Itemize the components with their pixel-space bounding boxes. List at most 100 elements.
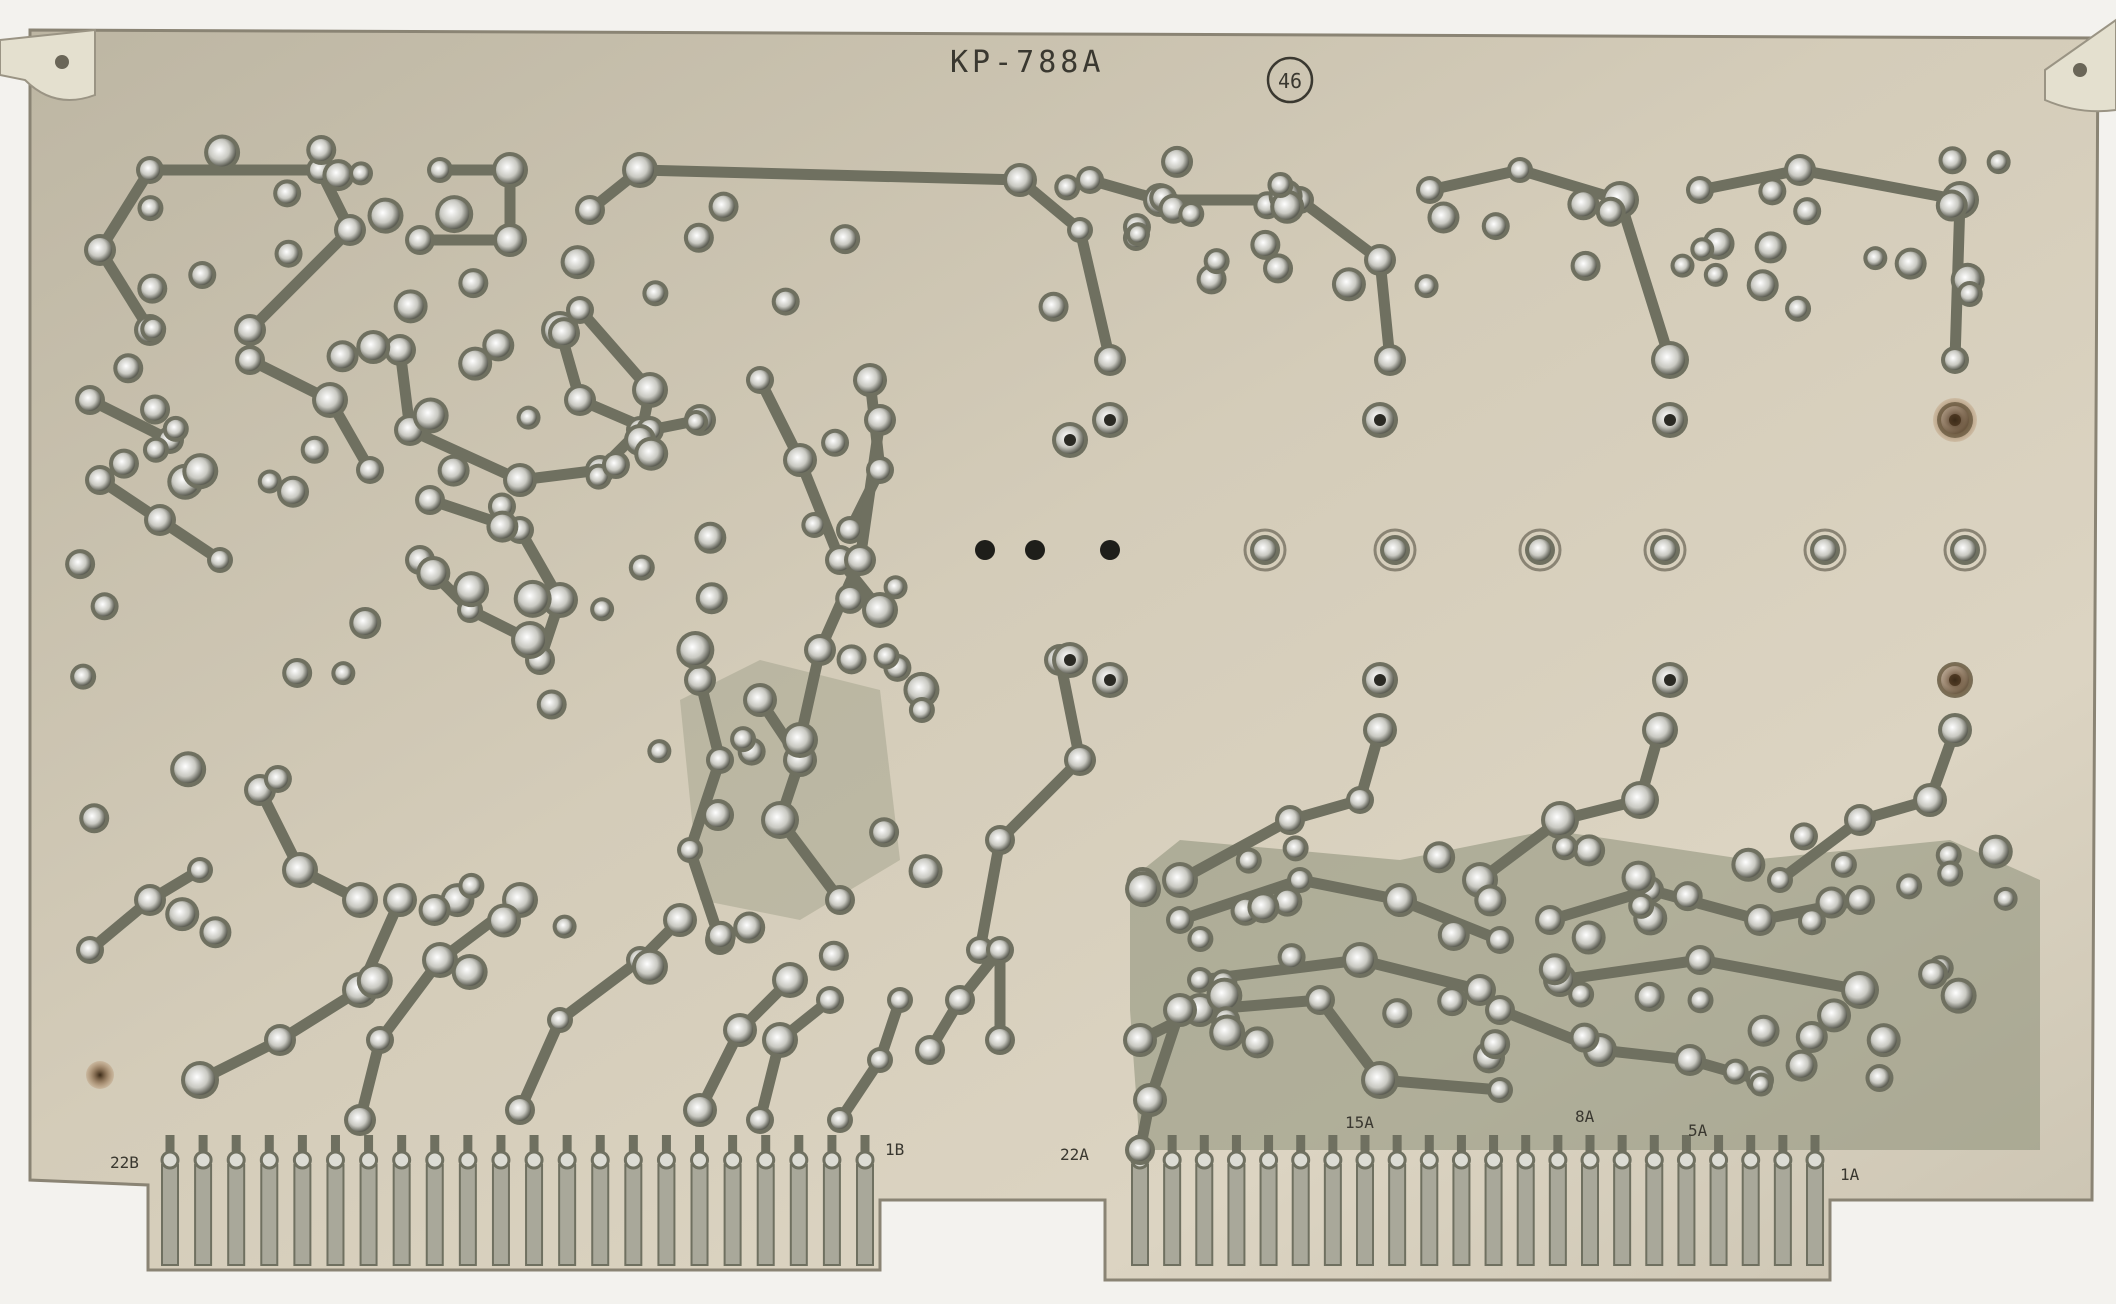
connector-a-mid-label: 8A bbox=[1575, 1107, 1595, 1126]
edge-finger bbox=[1227, 1164, 1246, 1266]
finger-pad bbox=[723, 1150, 743, 1170]
solder-joint bbox=[1441, 922, 1466, 947]
solder-joint bbox=[840, 520, 860, 540]
solder-joint bbox=[1982, 838, 2009, 865]
solder-joint bbox=[326, 163, 351, 188]
edge-finger bbox=[1163, 1164, 1182, 1266]
solder-joint bbox=[1751, 1018, 1776, 1043]
solder-joint bbox=[709, 924, 732, 947]
solder-joint bbox=[1990, 154, 2007, 171]
solder-joint bbox=[699, 586, 724, 611]
solder-joint bbox=[1646, 716, 1674, 744]
finger-pad bbox=[491, 1150, 511, 1170]
solder-joint bbox=[348, 1108, 372, 1132]
edge-finger bbox=[1388, 1164, 1407, 1266]
solder-pads bbox=[65, 134, 2018, 1165]
solder-joint bbox=[1167, 997, 1193, 1023]
solder-joint bbox=[1655, 345, 1685, 375]
solder-joint bbox=[1694, 241, 1711, 258]
edge-finger bbox=[227, 1164, 246, 1266]
drill-hole bbox=[975, 540, 995, 560]
solder-joint bbox=[1571, 192, 1596, 217]
solder-joint bbox=[1577, 838, 1602, 863]
edge-finger bbox=[161, 1164, 179, 1266]
solder-joint bbox=[775, 291, 796, 312]
solder-joint bbox=[1997, 890, 2014, 907]
solder-joint bbox=[1490, 930, 1510, 950]
solder-joint bbox=[169, 901, 196, 928]
solder-joint bbox=[1274, 193, 1301, 220]
solder-joint bbox=[1484, 1033, 1507, 1056]
edge-finger bbox=[1484, 1164, 1503, 1266]
copper-trace bbox=[194, 894, 406, 1086]
edge-finger bbox=[1356, 1164, 1374, 1266]
solder-joint bbox=[1191, 929, 1210, 948]
solder-joint bbox=[651, 743, 668, 760]
solder-joint bbox=[1789, 1053, 1814, 1078]
edge-finger bbox=[1291, 1164, 1310, 1266]
solder-joint bbox=[765, 805, 795, 835]
edge-finger bbox=[789, 1164, 808, 1266]
solder-joint bbox=[346, 886, 374, 914]
solder-joint bbox=[1511, 161, 1529, 179]
solder-joint bbox=[148, 508, 172, 532]
solder-joint bbox=[1758, 235, 1783, 260]
finger-pad bbox=[359, 1150, 379, 1170]
solder-joint bbox=[635, 952, 664, 981]
solder-joint bbox=[1555, 838, 1574, 857]
solder-joint bbox=[141, 277, 164, 300]
burn-mark bbox=[86, 1061, 114, 1089]
edge-finger bbox=[425, 1164, 444, 1266]
finger-pad bbox=[160, 1150, 180, 1170]
via-hole bbox=[1374, 674, 1386, 686]
solder-joint bbox=[1632, 896, 1651, 915]
edge-finger bbox=[1677, 1164, 1696, 1266]
edge-finger bbox=[1709, 1164, 1728, 1266]
finger-pad bbox=[458, 1150, 478, 1170]
solder-joint bbox=[1485, 216, 1506, 237]
solder-joint bbox=[517, 583, 548, 614]
solder-joint bbox=[1431, 205, 1456, 230]
solder-joint bbox=[1427, 845, 1452, 870]
solder-joint bbox=[1575, 924, 1602, 951]
solder-joint bbox=[568, 388, 592, 412]
edge-finger bbox=[1516, 1164, 1535, 1266]
edge-finger bbox=[1581, 1164, 1599, 1266]
edge-finger bbox=[392, 1164, 411, 1266]
connector-a-mid-label: 15A bbox=[1345, 1113, 1374, 1132]
solder-joint bbox=[338, 218, 362, 242]
solder-joint bbox=[1386, 1002, 1409, 1025]
connector-a-left-label: 22A bbox=[1060, 1145, 1089, 1164]
via-hole bbox=[1664, 414, 1676, 426]
solder-joint bbox=[360, 333, 387, 360]
solder-joint bbox=[1251, 895, 1276, 920]
stamp-circle bbox=[1266, 56, 1314, 104]
part-number-label: KP-788A bbox=[950, 45, 1104, 80]
solder-joint bbox=[1489, 999, 1511, 1021]
solder-joint bbox=[1007, 167, 1033, 193]
edge-finger bbox=[1773, 1164, 1792, 1266]
copper-trace bbox=[754, 374, 886, 616]
solder-joint bbox=[1789, 299, 1808, 318]
solder-joint bbox=[1042, 295, 1065, 318]
solder-joint bbox=[353, 165, 370, 182]
solder-joint bbox=[1574, 254, 1597, 277]
solder-joint bbox=[1491, 1081, 1509, 1099]
solder-joint bbox=[1707, 266, 1724, 283]
solder-joint bbox=[820, 990, 840, 1010]
edge-finger bbox=[1195, 1164, 1214, 1266]
solder-joint bbox=[79, 389, 101, 411]
edge-finger bbox=[591, 1164, 610, 1266]
edge-finger bbox=[1741, 1164, 1760, 1266]
solder-joint bbox=[462, 272, 485, 295]
finger-pad bbox=[1226, 1150, 1246, 1170]
solder-joint bbox=[646, 284, 665, 303]
solder-joint bbox=[192, 265, 213, 286]
solder-joint bbox=[1869, 1068, 1890, 1089]
solder-joint bbox=[680, 635, 711, 666]
solder-joint bbox=[330, 344, 355, 369]
solder-joint bbox=[1726, 1062, 1745, 1081]
solder-joint bbox=[638, 440, 665, 467]
solder-joint bbox=[1129, 1139, 1151, 1161]
edge-finger bbox=[657, 1164, 676, 1266]
